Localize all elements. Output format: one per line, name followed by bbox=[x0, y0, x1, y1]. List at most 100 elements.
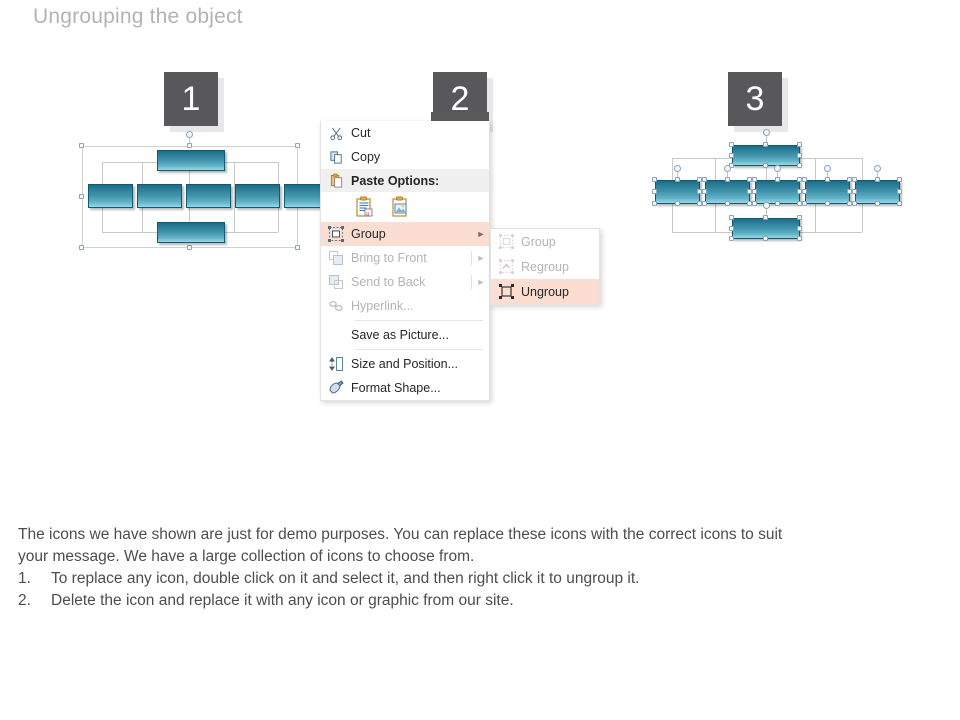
rotation-handle[interactable] bbox=[824, 165, 831, 172]
rotation-handle[interactable] bbox=[674, 165, 681, 172]
selection-handle[interactable] bbox=[79, 245, 84, 250]
selection-handle[interactable] bbox=[752, 177, 757, 182]
diagram-node-leaf[interactable] bbox=[235, 184, 280, 208]
selection-handle[interactable] bbox=[187, 143, 192, 148]
selection-handle[interactable] bbox=[825, 177, 830, 182]
selection-handle[interactable] bbox=[725, 177, 730, 182]
list-number: 1. bbox=[18, 570, 31, 587]
menu-item-send-to-back[interactable]: Send to Back ► bbox=[321, 270, 489, 294]
selection-handle[interactable] bbox=[763, 215, 768, 220]
selection-handle[interactable] bbox=[725, 201, 730, 206]
menu-item-hyperlink[interactable]: Hyperlink... bbox=[321, 294, 489, 318]
selection-handle[interactable] bbox=[675, 201, 680, 206]
submenu-item-group[interactable]: Group bbox=[491, 229, 599, 254]
group-icon bbox=[491, 230, 521, 254]
selection-handle[interactable] bbox=[775, 177, 780, 182]
size-position-icon bbox=[321, 352, 351, 376]
selection-handle[interactable] bbox=[729, 226, 734, 231]
selection-handle[interactable] bbox=[295, 143, 300, 148]
selection-handle[interactable] bbox=[847, 189, 852, 194]
diagram-node-top[interactable] bbox=[157, 150, 225, 171]
rotation-handle[interactable] bbox=[774, 165, 781, 172]
menu-item-size-and-position[interactable]: Size and Position... bbox=[321, 352, 489, 376]
selection-handle[interactable] bbox=[775, 201, 780, 206]
selection-handle[interactable] bbox=[697, 177, 702, 182]
selection-handle[interactable] bbox=[797, 201, 802, 206]
context-menu[interactable]: Cut Copy Paste Options: bbox=[320, 112, 490, 401]
selection-handle[interactable] bbox=[747, 201, 752, 206]
selection-handle[interactable] bbox=[763, 163, 768, 168]
grouped-diagram[interactable] bbox=[79, 131, 329, 250]
selection-handle[interactable] bbox=[852, 177, 857, 182]
menu-item-format-shape[interactable]: Format Shape... bbox=[321, 376, 489, 400]
submenu-item-ungroup[interactable]: Ungroup bbox=[491, 279, 599, 304]
paste-keep-source-formatting-icon[interactable]: a bbox=[355, 196, 375, 218]
diagram-node-leaf[interactable] bbox=[88, 184, 133, 208]
selection-handle[interactable] bbox=[897, 201, 902, 206]
selection-handle[interactable] bbox=[852, 189, 857, 194]
selection-handle[interactable] bbox=[729, 215, 734, 220]
selection-handle[interactable] bbox=[187, 245, 192, 250]
selection-handle[interactable] bbox=[847, 177, 852, 182]
selection-handle[interactable] bbox=[763, 236, 768, 241]
selection-handle[interactable] bbox=[797, 189, 802, 194]
submenu-item-label: Group bbox=[521, 234, 556, 249]
paste-options-row[interactable]: a bbox=[321, 192, 489, 222]
selection-handle[interactable] bbox=[797, 215, 802, 220]
selection-handle[interactable] bbox=[747, 177, 752, 182]
selection-handle[interactable] bbox=[797, 177, 802, 182]
selection-handle[interactable] bbox=[875, 177, 880, 182]
rotation-stem bbox=[777, 171, 778, 180]
selection-handle[interactable] bbox=[702, 177, 707, 182]
selection-handle[interactable] bbox=[897, 189, 902, 194]
menu-item-save-as-picture[interactable]: Save as Picture... bbox=[321, 323, 489, 347]
selection-handle[interactable] bbox=[697, 189, 702, 194]
rotation-handle[interactable] bbox=[763, 129, 770, 136]
menu-item-cut[interactable]: Cut bbox=[321, 121, 489, 145]
selection-handle[interactable] bbox=[752, 201, 757, 206]
selection-handle[interactable] bbox=[825, 201, 830, 206]
ungrouped-diagram[interactable] bbox=[650, 129, 902, 245]
selection-handle[interactable] bbox=[79, 194, 84, 199]
selection-handle[interactable] bbox=[752, 189, 757, 194]
selection-handle[interactable] bbox=[652, 201, 657, 206]
selection-handle[interactable] bbox=[852, 201, 857, 206]
selection-handle[interactable] bbox=[295, 245, 300, 250]
submenu-item-regroup[interactable]: Regroup bbox=[491, 254, 599, 279]
selection-handle[interactable] bbox=[729, 142, 734, 147]
selection-handle[interactable] bbox=[847, 201, 852, 206]
selection-handle[interactable] bbox=[797, 142, 802, 147]
selection-handle[interactable] bbox=[875, 201, 880, 206]
menu-item-bring-to-front[interactable]: Bring to Front ► bbox=[321, 246, 489, 270]
diagram-node-bottom[interactable] bbox=[157, 222, 225, 243]
selection-handle[interactable] bbox=[763, 142, 768, 147]
rotation-handle[interactable] bbox=[763, 202, 770, 209]
selection-handle[interactable] bbox=[652, 177, 657, 182]
group-submenu[interactable]: Group Regroup bbox=[490, 228, 600, 305]
selection-handle[interactable] bbox=[652, 189, 657, 194]
selection-handle[interactable] bbox=[897, 177, 902, 182]
selection-handle[interactable] bbox=[802, 201, 807, 206]
selection-handle[interactable] bbox=[797, 226, 802, 231]
selection-handle[interactable] bbox=[802, 177, 807, 182]
rotation-handle[interactable] bbox=[874, 165, 881, 172]
selection-handle[interactable] bbox=[747, 189, 752, 194]
selection-handle[interactable] bbox=[797, 153, 802, 158]
selection-handle[interactable] bbox=[675, 177, 680, 182]
rotation-handle[interactable] bbox=[724, 165, 731, 172]
selection-handle[interactable] bbox=[729, 153, 734, 158]
selection-handle[interactable] bbox=[697, 201, 702, 206]
selection-handle[interactable] bbox=[79, 143, 84, 148]
menu-item-group[interactable]: Group ► bbox=[321, 222, 489, 246]
selection-handle[interactable] bbox=[797, 163, 802, 168]
selection-handle[interactable] bbox=[702, 189, 707, 194]
paste-picture-icon[interactable] bbox=[391, 196, 411, 218]
selection-handle[interactable] bbox=[729, 236, 734, 241]
selection-handle[interactable] bbox=[702, 201, 707, 206]
selection-handle[interactable] bbox=[802, 189, 807, 194]
rotation-handle[interactable] bbox=[186, 131, 193, 138]
menu-item-copy[interactable]: Copy bbox=[321, 145, 489, 169]
diagram-node-leaf[interactable] bbox=[186, 184, 231, 208]
selection-handle[interactable] bbox=[797, 236, 802, 241]
diagram-node-leaf[interactable] bbox=[137, 184, 182, 208]
